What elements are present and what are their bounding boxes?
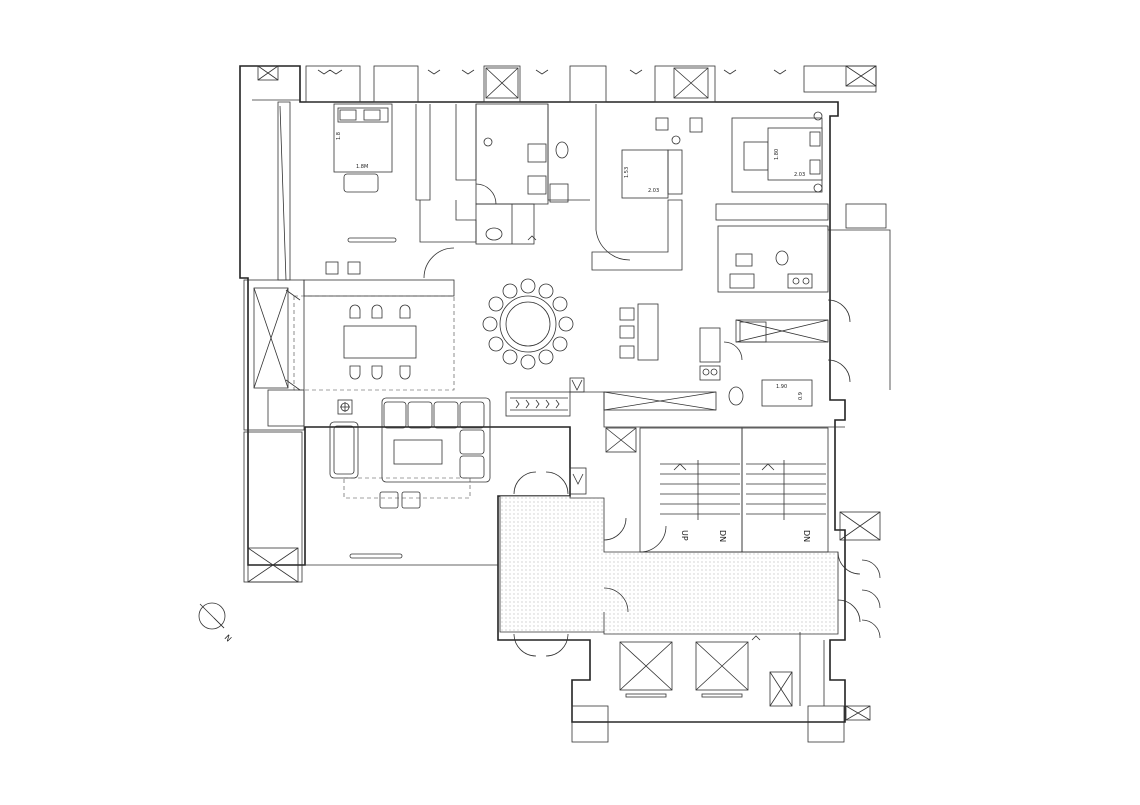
bedroom-1: 1.8 1.8M [333,103,477,243]
kitchen [717,203,891,390]
stair1-dn-label: DN [718,530,727,542]
maid-room: 1.90 0.9 [699,327,813,407]
bed1-label: 1.8M [356,164,368,170]
bed3-label: 1.80 [774,149,780,160]
bathroom-1 [475,103,590,245]
lobby [499,467,861,657]
maid-bed-label: 1.90 [776,384,787,390]
stair1-up-label: UP [680,530,689,541]
bed1-side-label: 1.8 [336,132,342,140]
stairwell-1: UP DN [605,427,743,553]
bedroom-3: 1.80 2.03 [715,111,829,221]
bed3-side-label: 2.03 [794,172,805,178]
maid-bed-side-label: 0.9 [798,392,804,400]
left-balcony [243,105,305,583]
corridor-cabinets [505,377,845,428]
elevators [571,632,871,743]
stairwell-2: DN [741,427,881,639]
dining-area [293,247,659,391]
north-label: N [223,633,234,644]
outer-walls [239,65,877,723]
north-arrow: N [198,602,234,644]
bed2-side-label: 2.03 [648,188,659,194]
stair2-dn-label: DN [802,530,811,542]
bed2-label: 1.53 [624,167,630,178]
bedroom-2: 1.53 2.03 [591,104,703,271]
living-room [267,389,498,566]
